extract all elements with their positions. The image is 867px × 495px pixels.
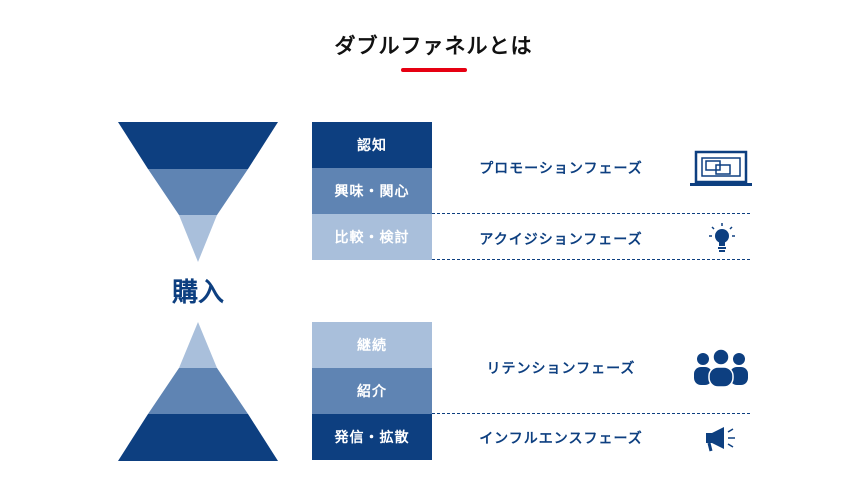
page-title: ダブルファネルとは — [334, 34, 533, 58]
phase-retention: リテンションフェーズ — [486, 361, 636, 377]
purchase-label: 購入 — [171, 278, 224, 308]
divider-upper-2 — [432, 259, 750, 260]
window-icon — [690, 150, 752, 186]
divider-lower-1 — [432, 413, 750, 414]
upper-funnel-middle-layer — [148, 169, 248, 215]
upper-funnel-bottom-layer — [179, 215, 217, 262]
upper-funnel — [118, 122, 278, 262]
lower-funnel-middle-layer — [148, 368, 248, 414]
title-underline — [401, 68, 467, 72]
phase-acquisition: アクイジションフェーズ — [479, 232, 643, 248]
lightbulb-icon — [709, 223, 735, 252]
megaphone-icon — [706, 427, 735, 452]
lower-funnel-top-layer — [179, 322, 217, 368]
lower-funnel — [118, 322, 278, 461]
stage-interest: 興味・関心 — [312, 168, 432, 214]
divider-upper-1 — [432, 213, 750, 214]
stage-referral: 紹介 — [312, 368, 432, 414]
people-icon — [694, 348, 748, 388]
phase-influence: インフルエンスフェーズ — [479, 431, 643, 447]
upper-funnel-top-layer — [118, 122, 278, 169]
stage-comparison: 比較・検討 — [312, 214, 432, 260]
stage-awareness: 認知 — [312, 122, 432, 168]
lower-funnel-bottom-layer — [118, 414, 278, 461]
phase-promotion: プロモーションフェーズ — [479, 161, 643, 177]
stage-diffusion: 発信・拡散 — [312, 414, 432, 460]
stage-retention: 継続 — [312, 322, 432, 368]
